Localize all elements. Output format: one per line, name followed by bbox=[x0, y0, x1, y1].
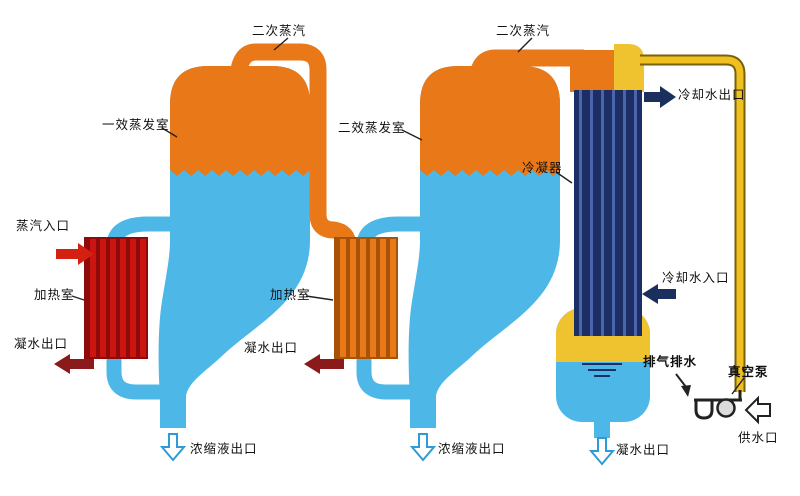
secondary-steam-pipe-2 bbox=[469, 49, 584, 81]
label-vacuum-pump: 真空泵 bbox=[728, 364, 769, 379]
label-condenser: 冷凝器 bbox=[522, 160, 563, 175]
label-heating-chamber-1: 加热室 bbox=[34, 287, 75, 302]
heating-coil-1 bbox=[84, 237, 148, 359]
condensate-outlet-arrow-1 bbox=[54, 354, 94, 374]
condenser-unit bbox=[570, 44, 644, 336]
leader-lines bbox=[71, 37, 745, 395]
water-supply-arrow bbox=[744, 395, 771, 425]
label-secondary-steam-1: 二次蒸汽 bbox=[252, 23, 307, 38]
drain-trap bbox=[694, 400, 714, 420]
vacuum-pump-assembly bbox=[694, 390, 742, 420]
label-exhaust-drain: 排气排水 bbox=[643, 354, 698, 369]
steam-inlet-arrow bbox=[56, 243, 94, 265]
condenser-tubes bbox=[574, 90, 642, 336]
secondary-steam-pipe-1 bbox=[229, 43, 357, 256]
label-condensate-outlet-2: 凝水出口 bbox=[244, 340, 299, 355]
water-level-symbol bbox=[582, 363, 622, 377]
label-effect2-evaporator: 二效蒸发室 bbox=[338, 120, 406, 135]
label-water-supply: 供水口 bbox=[738, 430, 779, 445]
cooling-water-inlet-arrow bbox=[642, 284, 676, 304]
tank-outlet-arrow bbox=[590, 437, 614, 465]
condensate-outlet-arrow-2 bbox=[304, 354, 344, 374]
tank-outlet-tube bbox=[594, 418, 610, 438]
vacuum-pipe-outline bbox=[640, 54, 746, 392]
label-heating-chamber-2: 加热室 bbox=[270, 287, 311, 302]
label-cooling-water-outlet: 冷却水出口 bbox=[678, 87, 746, 102]
pump-body bbox=[716, 398, 736, 418]
heating-coil-2 bbox=[334, 237, 398, 359]
label-condensate-outlet-1: 凝水出口 bbox=[14, 336, 69, 351]
label-steam-inlet: 蒸汽入口 bbox=[16, 218, 71, 233]
label-condensate-outlet-3: 凝水出口 bbox=[616, 442, 671, 457]
label-cooling-water-inlet: 冷却水入口 bbox=[662, 270, 730, 285]
exhaust-drain-arrow bbox=[675, 373, 691, 397]
vacuum-pipe bbox=[640, 56, 744, 392]
label-concentrate-outlet-1: 浓缩液出口 bbox=[190, 441, 258, 456]
label-concentrate-outlet-2: 浓缩液出口 bbox=[438, 441, 506, 456]
cooling-water-outlet-arrow bbox=[644, 86, 676, 108]
condenser-header-orange bbox=[570, 50, 614, 92]
label-effect1-evaporator: 一效蒸发室 bbox=[102, 117, 170, 132]
label-secondary-steam-2: 二次蒸汽 bbox=[496, 23, 551, 38]
condenser-header-yellow bbox=[614, 44, 644, 92]
